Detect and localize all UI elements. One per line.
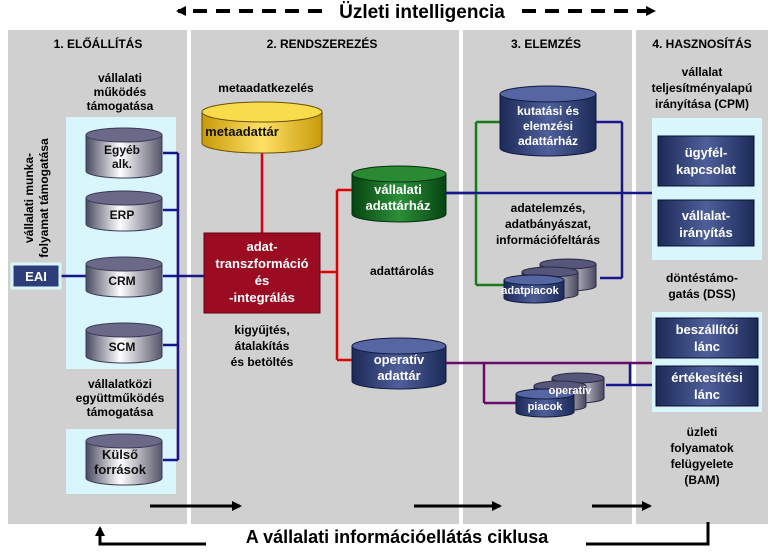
sales-box xyxy=(655,365,759,407)
cpm-line-1: vállalat xyxy=(682,65,723,79)
bam-line-4: (BAM) xyxy=(684,473,719,487)
etl-line-2: transzformáció xyxy=(215,256,308,271)
source-connectors xyxy=(60,151,204,462)
ods-label-2: adattár xyxy=(377,368,420,383)
etl-line-1: adat- xyxy=(246,239,277,254)
source-label-egyeb-1: Egyéb xyxy=(104,143,140,157)
ods-db: operatív adattár xyxy=(351,337,447,390)
source-db-egyeb: Egyéb alk. xyxy=(85,127,163,179)
vertical-label-line-2: folyamat támogatása xyxy=(37,138,51,258)
etl-line-4: -integrálás xyxy=(229,290,295,305)
datamarts-label: adatpiacok xyxy=(501,285,559,297)
cpm-line-2: teljesítményalapú xyxy=(652,81,753,95)
column-title-2: 2. RENDSZEREZÉS xyxy=(267,36,378,51)
dw-db: vállalati adattárház xyxy=(351,165,447,223)
metadata-store-db: metaadattár xyxy=(201,101,323,154)
source-label-erp: ERP xyxy=(110,208,135,222)
source-label-scm: SCM xyxy=(109,340,136,354)
metadata-store-label: metaadattár xyxy=(205,124,279,139)
source-db-scm: SCM xyxy=(85,322,163,364)
supply-box xyxy=(655,317,759,359)
eai-label: EAI xyxy=(25,269,47,284)
sales-box-line-1: értékesítési xyxy=(671,370,743,385)
red-connectors xyxy=(320,188,352,362)
column-title-4: 4. HASZNOSÍTÁS xyxy=(652,36,751,51)
metadata-mgmt-label: metaadatkezelés xyxy=(218,81,314,95)
cpm-connectors xyxy=(446,120,654,280)
mgmt-box-line-1: vállalat- xyxy=(682,208,730,223)
research-dw-line-1: kutatási és xyxy=(517,104,579,118)
ops-support-line-1: vállalati xyxy=(98,71,142,85)
crm-box-line-1: ügyfél- xyxy=(685,145,728,160)
etl-desc-line-2: átalakítás xyxy=(235,339,290,353)
external-sources-db: Külső források xyxy=(85,433,163,486)
column-title-3: 3. ELEMZÉS xyxy=(511,36,581,51)
analysis-line-2: adatbányászat, xyxy=(505,217,591,231)
source-db-crm: CRM xyxy=(85,256,163,298)
external-label-2: források xyxy=(94,462,147,477)
supply-box-line-2: lánc xyxy=(694,339,720,354)
collab-support-line-3: támogatása xyxy=(87,405,154,419)
crm-box xyxy=(657,135,755,187)
datamarts-stack: adatpiacok xyxy=(501,258,597,304)
collab-support-line-2: együttműködés xyxy=(76,391,165,405)
bam-line-3: felügyelete xyxy=(671,457,734,471)
supply-box-line-1: beszállítói xyxy=(676,322,739,337)
op-marts-stack: operatív piacok xyxy=(515,372,605,418)
research-dw-line-2: elemzési xyxy=(523,119,573,133)
dss-line-1: döntéstámo- xyxy=(666,271,738,285)
analysis-line-3: információfeltárás xyxy=(496,233,600,247)
vertical-label: vállalati munka- folyamat támogatása xyxy=(22,138,51,258)
etl-line-3: és xyxy=(255,273,269,288)
cycle-label-bg xyxy=(206,526,586,548)
mgmt-box-line-2: irányítás xyxy=(679,225,732,240)
source-label-egyeb-2: alk. xyxy=(112,157,132,171)
collab-support-line-1: vállalatközi xyxy=(88,377,152,391)
cpm-line-3: irányítása (CPM) xyxy=(655,97,749,111)
ods-label-1: operatív xyxy=(374,352,425,367)
column-title-1: 1. ELŐÁLLÍTÁS xyxy=(54,36,143,51)
bam-line-1: üzleti xyxy=(687,425,718,439)
cycle-label: A vállalati információellátás ciklusa xyxy=(246,527,549,547)
dw-label-1: vállalati xyxy=(374,182,422,197)
vertical-label-line-1: vállalati munka- xyxy=(22,153,36,243)
purple-connectors xyxy=(446,361,654,405)
ops-support-line-2: működés xyxy=(94,85,147,99)
crm-box-line-2: kapcsolat xyxy=(676,162,737,177)
ops-support-line-3: támogatása xyxy=(87,99,154,113)
mgmt-box xyxy=(657,199,755,247)
storage-label: adattárolás xyxy=(370,264,434,278)
bam-line-2: folyamatok xyxy=(670,441,734,455)
etl-desc-line-1: kigyűjtés, xyxy=(234,323,289,337)
eai-box xyxy=(10,262,62,290)
etl-desc-line-3: és betöltés xyxy=(231,355,294,369)
sales-box-line-2: lánc xyxy=(694,387,720,402)
column-panel-4 xyxy=(636,30,768,524)
etl-box xyxy=(203,232,321,314)
analysis-line-1: adatelemzés, xyxy=(511,201,586,215)
research-dw-db: kutatási és elemzési adattárház xyxy=(499,85,597,157)
op-marts-label-a: operatív xyxy=(549,385,593,397)
dw-label-2: adattárház xyxy=(365,198,431,213)
research-dw-line-3: adattárház xyxy=(518,134,578,148)
dss-line-2: gatás (DSS) xyxy=(668,287,735,301)
op-marts-connectors xyxy=(606,363,654,387)
header-title: Üzleti intelligencia xyxy=(339,2,505,23)
source-db-erp: ERP xyxy=(85,190,163,232)
source-label-crm: CRM xyxy=(108,274,135,288)
op-marts-label-b: piacok xyxy=(528,401,564,413)
external-label-1: Külső xyxy=(102,447,138,462)
